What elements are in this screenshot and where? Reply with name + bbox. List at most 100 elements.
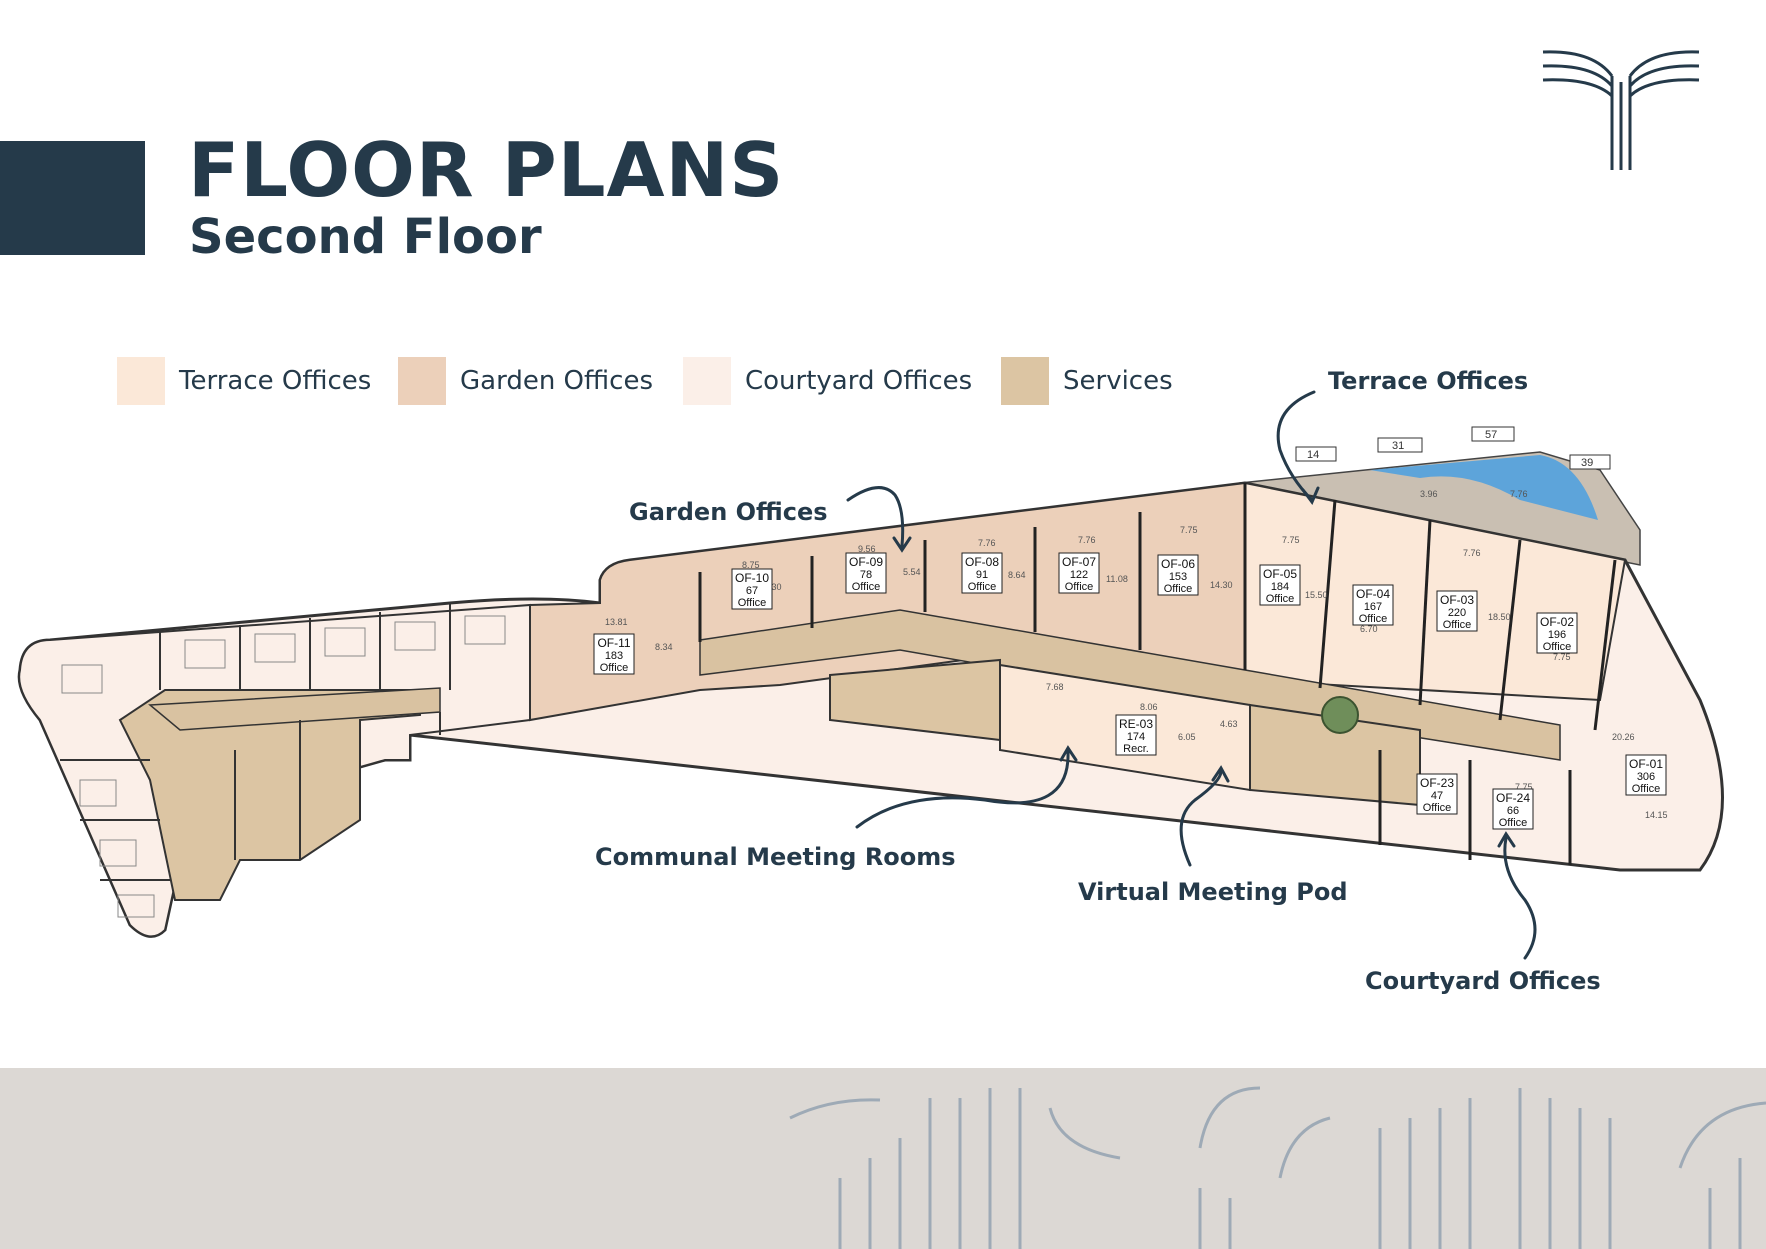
legend-services: Services [1001, 357, 1173, 405]
unit-code: OF-04 [1356, 587, 1390, 601]
callout-terrace-offices: Terrace Offices [1328, 367, 1529, 395]
unit-label-box [1536, 612, 1578, 654]
legend-terrace: Terrace Offices [117, 357, 371, 405]
dimension-label: 8.06 [1140, 702, 1158, 712]
unit-code: OF-07 [1062, 555, 1096, 569]
arrowhead-communal [1059, 745, 1078, 762]
courtyard-tree [1321, 696, 1359, 734]
arrow-terrace [1276, 390, 1316, 502]
terrace-pool [1370, 455, 1598, 520]
unit-use: Office [1065, 581, 1094, 593]
dimension-label: 9.56 [858, 544, 876, 554]
unit-area: 196 [1548, 629, 1566, 641]
dimension-label: 6.70 [1360, 624, 1378, 634]
legend-label: Courtyard Offices [745, 366, 973, 396]
unit-area: 153 [1169, 571, 1187, 583]
central-core [829, 658, 1001, 742]
dimension-label: 7.76 [1510, 489, 1528, 499]
terrace-number: 14 [1307, 449, 1319, 461]
legend-label: Terrace Offices [179, 366, 372, 396]
legend-label: Garden Offices [460, 366, 653, 396]
arrow-virtual [1179, 770, 1223, 867]
unit-area: 47 [1431, 790, 1443, 802]
unit-code: OF-08 [965, 555, 999, 569]
unit-use: Office [738, 597, 767, 609]
unit-label-box [1259, 564, 1301, 606]
unit-code: OF-03 [1440, 593, 1474, 607]
unit-label-box [1625, 754, 1667, 796]
dimension-label: 14.30 [1210, 580, 1233, 590]
arrowhead-virtual [1211, 765, 1230, 783]
dimension-label: 15.50 [1305, 590, 1328, 600]
dimension-label: 18.50 [1488, 612, 1511, 622]
arrow-communal [855, 750, 1070, 829]
dimension-label: 5.30 [764, 582, 782, 592]
legend-swatch-garden [398, 357, 446, 405]
dimension-label: 3.96 [1420, 489, 1438, 499]
unit-label-box [1115, 714, 1157, 756]
dimension-label: 7.76 [1463, 548, 1481, 558]
unit-use: Office [1499, 817, 1528, 829]
unit-area: 78 [860, 569, 872, 581]
unit-label-box [845, 552, 887, 594]
callout-garden-offices: Garden Offices [629, 498, 828, 526]
dimension-label: 7.68 [1046, 682, 1064, 692]
unit-use: Office [1423, 802, 1452, 814]
dimension-label: 7.75 [1282, 535, 1300, 545]
dimension-label: 7.76 [1078, 535, 1096, 545]
arrow-courtyard [1503, 836, 1537, 960]
dimension-label: 5.54 [903, 567, 921, 577]
unit-use: Office [1359, 613, 1388, 625]
brand-logo-icon [1542, 50, 1700, 170]
unit-area: 183 [605, 650, 623, 662]
callout-virtual-meeting-pod: Virtual Meeting Pod [1078, 878, 1348, 906]
unit-area: 174 [1127, 731, 1145, 743]
page-title: FLOOR PLANS [188, 126, 785, 214]
page-subtitle: Second Floor [189, 209, 542, 265]
terrace-number: 57 [1485, 429, 1497, 441]
unit-code: RE-03 [1119, 717, 1153, 731]
callout-communal-meeting-rooms: Communal Meeting Rooms [595, 843, 956, 871]
dimension-label: 13.81 [605, 617, 628, 627]
dimension-label: 8.75 [742, 560, 760, 570]
arrowhead-garden [892, 536, 912, 553]
dimension-label: 8.64 [1008, 570, 1026, 580]
legend-swatch-courtyard [683, 357, 731, 405]
west-core [118, 689, 421, 901]
unit-code: OF-23 [1420, 776, 1454, 790]
footer-wave-pattern-icon [789, 1086, 1766, 1249]
unit-area: 91 [976, 569, 988, 581]
unit-label-box [1416, 773, 1458, 815]
unit-code: OF-02 [1540, 615, 1574, 629]
terrace-tag-box [1295, 446, 1337, 462]
dimension-label: 14.15 [1645, 810, 1668, 820]
legend-swatch-terrace [117, 357, 165, 405]
unit-use: Office [1164, 583, 1193, 595]
arrow-garden [846, 486, 905, 548]
unit-use: Office [1266, 593, 1295, 605]
terrace-number: 31 [1392, 440, 1404, 452]
unit-area: 122 [1070, 569, 1088, 581]
dimension-label: 4.63 [1220, 719, 1238, 729]
unit-label-box [1058, 552, 1100, 594]
unit-use: Office [600, 662, 629, 674]
unit-area: 66 [1507, 805, 1519, 817]
unit-code: OF-01 [1629, 757, 1663, 771]
dimension-label: 7.76 [978, 538, 996, 548]
dimension-label: 8.34 [655, 642, 673, 652]
unit-code: OF-06 [1161, 557, 1195, 571]
arrowhead-terrace [1301, 486, 1320, 505]
terrace-tag-box [1569, 454, 1611, 470]
legend-courtyard: Courtyard Offices [683, 357, 972, 405]
